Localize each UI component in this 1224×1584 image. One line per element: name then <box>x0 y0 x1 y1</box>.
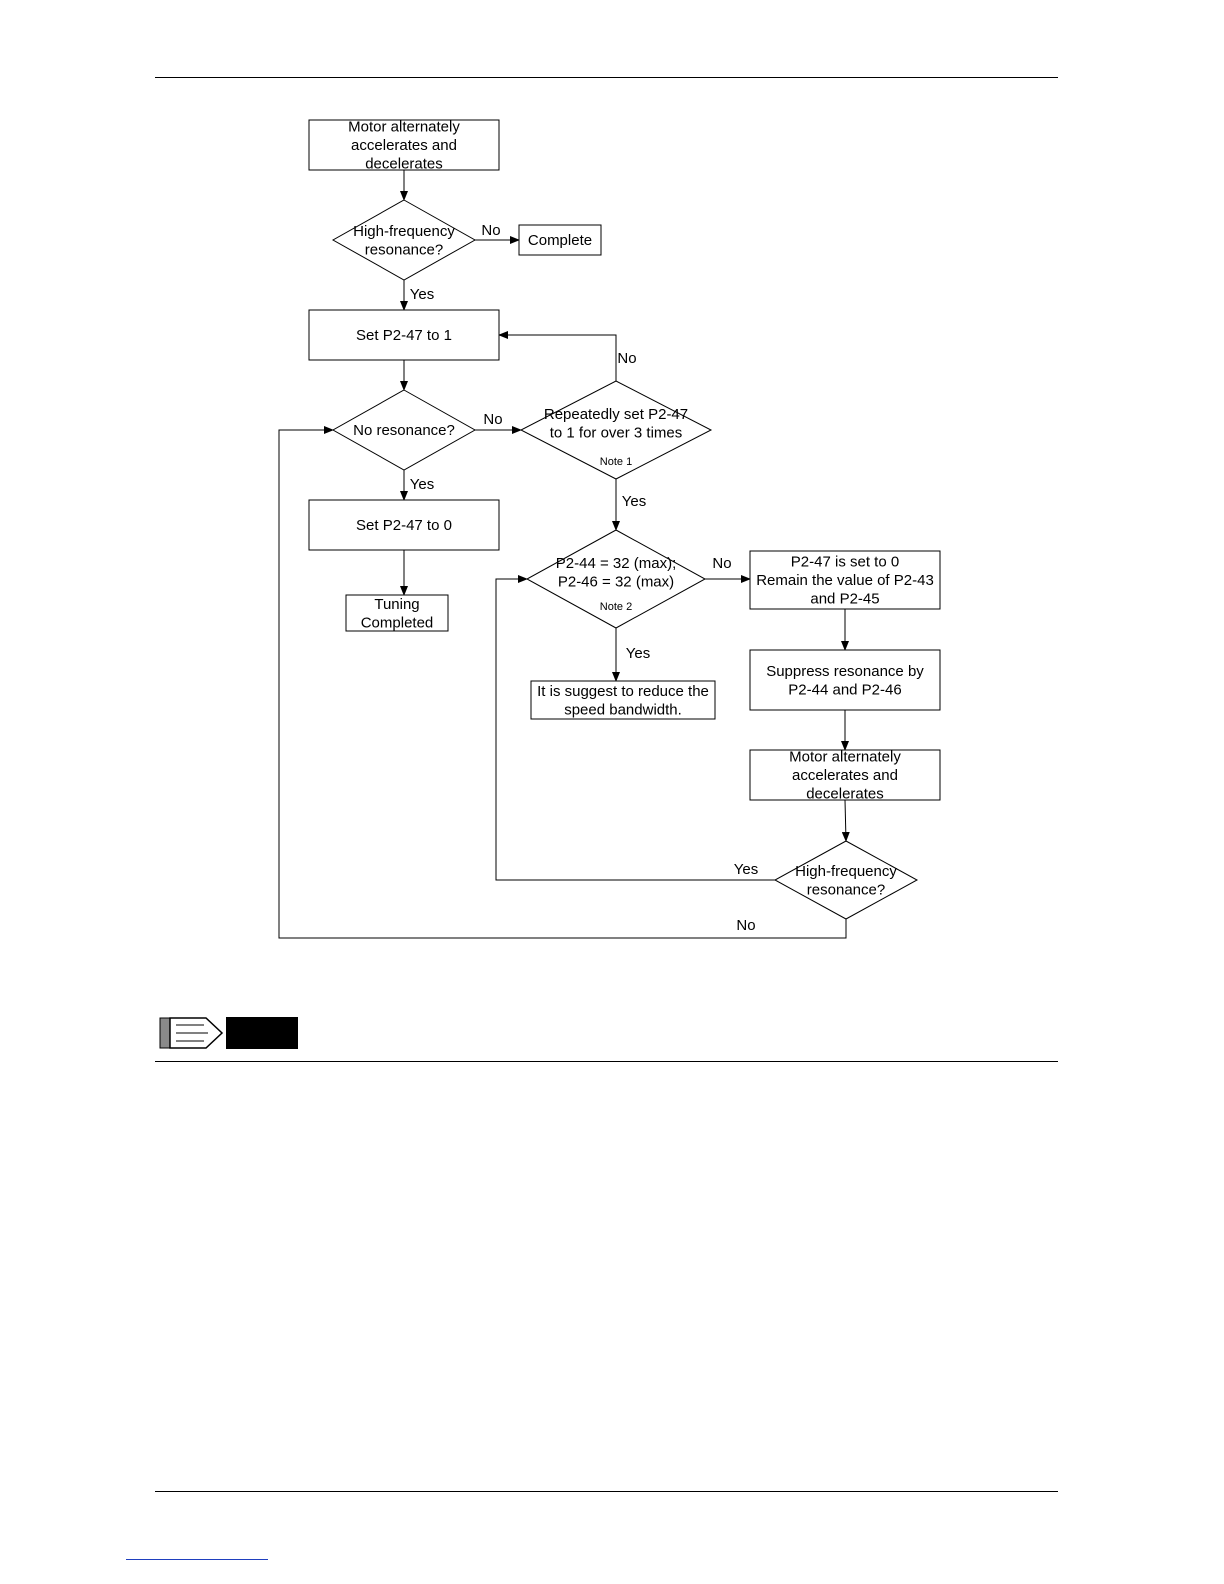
node-label: High-frequency <box>795 863 897 880</box>
node-label: No resonance? <box>353 422 455 439</box>
node-label: Motor alternately <box>348 119 460 136</box>
node-note: Note 1 <box>600 456 632 468</box>
edge-label: Yes <box>410 476 434 493</box>
node-set1: Set P2-47 to 1 <box>308 309 500 361</box>
node-label: Motor alternately <box>789 749 901 766</box>
node-label: accelerates and <box>792 767 898 784</box>
node-box <box>749 550 941 610</box>
node-box <box>749 749 941 801</box>
node-box <box>518 224 602 256</box>
node-label: Remain the value of P2-43 <box>756 572 934 589</box>
node-label: Set P2-47 to 1 <box>356 327 452 344</box>
node-label: P2-44 and P2-46 <box>788 681 901 698</box>
edge-label: Yes <box>734 861 758 878</box>
decision-diamond <box>519 380 713 480</box>
node-box <box>749 649 941 711</box>
edge-label: No <box>483 411 502 428</box>
edge-motor2-d_hf2 <box>841 799 850 842</box>
node-label: P2-46 = 32 (max) <box>558 573 674 590</box>
node-box <box>345 594 449 632</box>
decision-diamond <box>331 199 477 281</box>
node-label: and P2-45 <box>810 591 879 608</box>
decision-diamond <box>331 389 477 471</box>
decision-diamond <box>773 840 919 920</box>
node-label: Tuning <box>374 596 419 613</box>
edge-d_hf2-d_nores <box>278 426 847 939</box>
node-label: decelerates <box>806 786 884 803</box>
node-label: Complete <box>528 232 592 249</box>
node-label: speed bandwidth. <box>564 701 682 718</box>
node-set0: Set P2-47 to 0 <box>308 499 500 551</box>
edge-label: Yes <box>410 286 434 303</box>
node-label: resonance? <box>807 881 885 898</box>
edge-d_hf2-d_max <box>495 575 775 881</box>
edge-label: Yes <box>626 645 650 662</box>
edge-label: No <box>736 917 755 934</box>
node-label: P2-44 = 32 (max); <box>556 555 676 572</box>
decision-diamond <box>525 529 707 629</box>
node-label: resonance? <box>365 241 443 258</box>
node-label: Completed <box>361 614 434 631</box>
edge-label: No <box>617 350 636 367</box>
node-label: High-frequency <box>353 223 455 240</box>
node-label: to 1 for over 3 times <box>550 424 683 441</box>
node-box <box>308 499 500 551</box>
edge-label: No <box>481 222 500 239</box>
node-label: It is suggest to reduce the <box>537 683 709 700</box>
edge-label: Yes <box>622 493 646 510</box>
footer-rule <box>155 1491 1058 1492</box>
node-label: Repeatedly set P2-47 <box>544 406 688 423</box>
section-rule <box>155 1061 1058 1062</box>
header-rule <box>155 77 1058 78</box>
node-note: Note 2 <box>600 601 632 613</box>
node-box <box>308 309 500 361</box>
node-box <box>308 119 500 171</box>
node-label: P2-47 is set to 0 <box>791 554 899 571</box>
node-label: accelerates and <box>351 137 457 154</box>
node-d_max: P2-44 = 32 (max);P2-46 = 32 (max) Note 2 <box>525 529 707 629</box>
node-label: decelerates <box>365 156 443 173</box>
edge-d_repeat-set1 <box>498 331 617 381</box>
node-label: Suppress resonance by <box>766 663 924 680</box>
pencil-note-icon <box>159 1017 298 1049</box>
node-label: Set P2-47 to 0 <box>356 517 452 534</box>
node-d_nores: No resonance? <box>331 389 477 471</box>
node-box <box>530 680 716 720</box>
footer-link-underline <box>126 1559 268 1560</box>
edge-label: No <box>712 555 731 572</box>
node-complete: Complete <box>518 224 602 256</box>
